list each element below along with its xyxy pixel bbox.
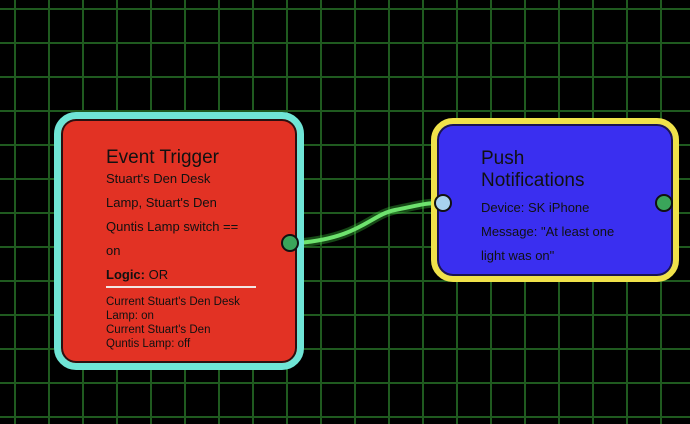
trigger-output-port[interactable] [281, 234, 299, 252]
condition-line: Quntis Lamp switch == [106, 219, 239, 234]
notification-details: Device: SK iPhone Message: "At least one… [481, 196, 641, 268]
condition-line: on [106, 243, 121, 258]
status-line: Quntis Lamp: off [106, 338, 191, 350]
status-line: Lamp: on [106, 310, 154, 322]
divider [106, 286, 256, 288]
event-trigger-node[interactable]: Event Trigger Stuart's Den Desk Lamp, St… [54, 112, 304, 370]
status-line: Current Stuart's Den [106, 324, 211, 336]
status-line: Current Stuart's Den Desk [106, 296, 240, 308]
device-line: Device: SK iPhone [481, 200, 590, 215]
node-title: Push Notifications [481, 148, 631, 192]
condition-line: Lamp, Stuart's Den [106, 195, 217, 210]
logic-row: Logic: OR [106, 263, 266, 287]
message-line: Message: "At least one [481, 224, 615, 239]
push-notifications-node[interactable]: Push Notifications Device: SK iPhone Mes… [431, 118, 679, 282]
title-line: Push [481, 148, 525, 169]
device-status: Current Stuart's Den Desk Lamp: on Curre… [106, 295, 266, 351]
logic-value: OR [145, 267, 169, 282]
push-output-port[interactable] [655, 194, 673, 212]
title-line: Notifications [481, 170, 585, 191]
trigger-condition: Stuart's Den Desk Lamp, Stuart's Den Qun… [106, 167, 266, 287]
connection-wire[interactable] [296, 201, 442, 245]
node-title: Event Trigger [106, 147, 219, 168]
message-line: light was on" [481, 248, 555, 263]
logic-label: Logic: [106, 267, 145, 282]
push-input-port[interactable] [434, 194, 452, 212]
condition-line: Stuart's Den Desk [106, 171, 211, 186]
